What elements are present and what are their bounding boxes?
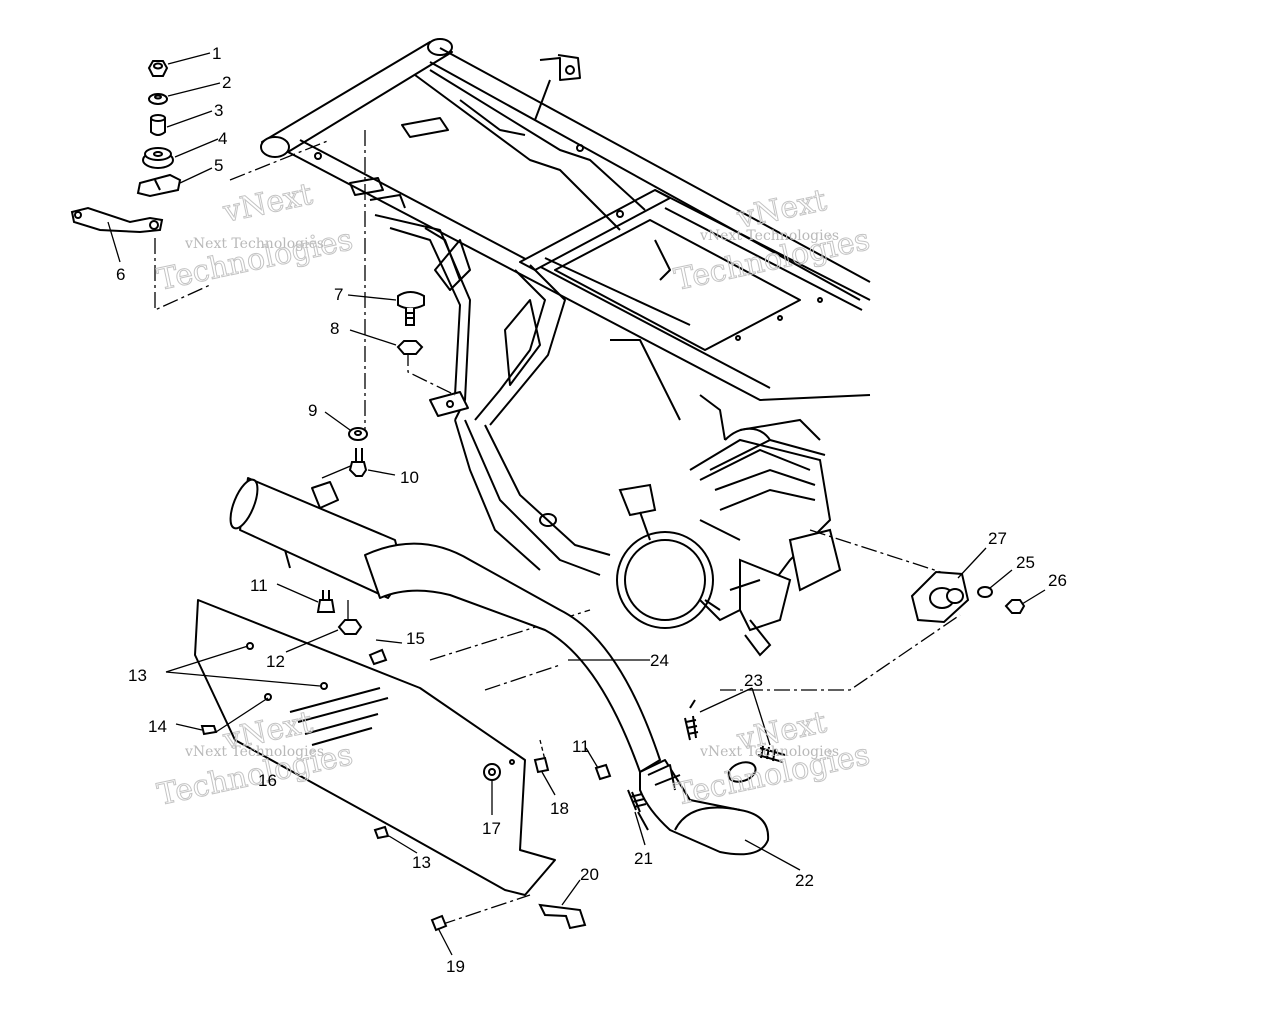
label-part-26: 26 [1048, 571, 1067, 590]
label-part-25: 25 [1016, 553, 1035, 572]
mount-hardware-stack [70, 60, 182, 234]
label-part-6: 6 [116, 265, 125, 284]
screw-part-14 [200, 725, 218, 736]
label-part-21: 21 [634, 849, 653, 868]
bolt-part-11b [594, 763, 612, 781]
label-part-12: 12 [266, 652, 285, 671]
part-labels: 1 2 3 4 5 6 7 8 9 10 11 12 15 13 14 16 1… [116, 44, 1067, 976]
bolt-part-10 [348, 461, 368, 477]
muffler-assembly [229, 477, 770, 856]
clip-part-15 [368, 648, 388, 666]
svg-text:vNext Technologies: vNext Technologies [184, 236, 324, 252]
nut-part-8 [396, 340, 424, 355]
label-part-19: 19 [446, 957, 465, 976]
spring-part-23b [757, 745, 786, 763]
bracket-part-20 [538, 903, 587, 930]
label-part-24: 24 [650, 651, 669, 670]
bolt-part-11a [316, 599, 336, 613]
bracket-part-5 [136, 173, 182, 198]
gasket-part-25 [977, 586, 993, 598]
label-part-7: 7 [334, 285, 343, 304]
label-part-3: 3 [214, 101, 223, 120]
nut-part-12 [337, 619, 363, 635]
label-part-4: 4 [218, 129, 227, 148]
label-part-22: 22 [795, 871, 814, 890]
spring-part-23a [684, 699, 699, 741]
nut-part-26 [1004, 599, 1026, 614]
watermark-top-right: vNext vNext Technologies Technologies [671, 182, 873, 298]
label-part-5: 5 [214, 156, 223, 175]
leader-lines [107, 52, 1046, 956]
engine [616, 418, 842, 657]
label-part-18: 18 [550, 799, 569, 818]
screw-part-13 [373, 825, 390, 840]
spring-part-21 [627, 789, 649, 831]
svg-text:vNext Technologies: vNext Technologies [699, 744, 839, 760]
label-part-10: 10 [400, 468, 419, 487]
bracket-part-18 [533, 756, 550, 774]
label-part-11a: 11 [250, 576, 268, 595]
bracket-part-6 [70, 206, 164, 234]
label-part-14: 14 [148, 717, 167, 736]
label-part-1: 1 [212, 44, 221, 63]
bolt-part-7 [397, 291, 425, 310]
label-part-23: 23 [744, 671, 763, 690]
frame [260, 38, 871, 576]
label-part-20: 20 [580, 865, 599, 884]
label-part-16: 16 [258, 771, 277, 790]
label-part-13b: 13 [412, 853, 431, 872]
svg-text:vNext: vNext [219, 177, 315, 230]
label-part-2: 2 [222, 73, 231, 92]
small-hardware [200, 291, 1026, 932]
svg-text:Technologies: Technologies [154, 222, 355, 298]
label-part-9: 9 [308, 401, 317, 420]
label-part-27: 27 [988, 529, 1007, 548]
watermark-bottom-right: vNext vNext Technologies Technologies [671, 704, 873, 813]
label-part-8: 8 [330, 319, 339, 338]
pin-part-19 [430, 914, 448, 932]
watermark-top-left: vNext vNext Technologies Technologies [154, 176, 356, 298]
label-part-15: 15 [406, 629, 425, 648]
svg-text:vNext Technologies: vNext Technologies [699, 228, 839, 244]
label-part-13a: 13 [128, 666, 147, 685]
heat-shield [194, 599, 556, 896]
label-part-17: 17 [482, 819, 501, 838]
svg-text:vNext Technologies: vNext Technologies [184, 744, 324, 760]
label-part-11b: 11 [572, 737, 590, 756]
